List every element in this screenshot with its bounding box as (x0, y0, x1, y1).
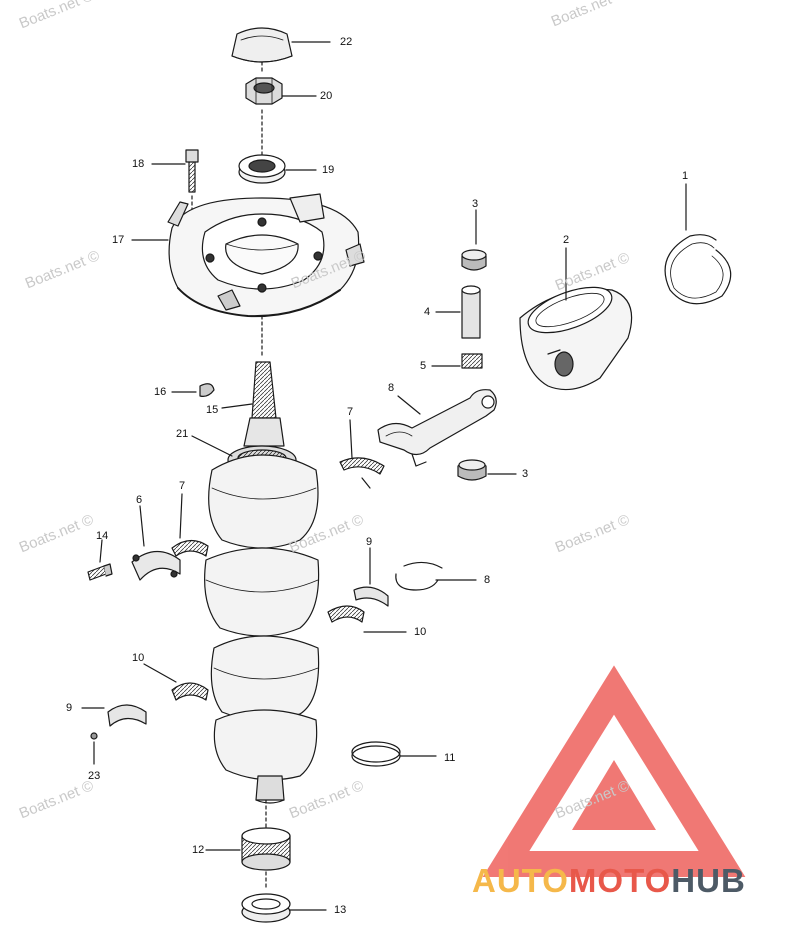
part-9-bearing-right (353, 586, 389, 607)
part-9-bearing-left (107, 704, 147, 727)
callout-9: 9 (366, 536, 373, 548)
callout-8: 8 (388, 382, 395, 394)
callout-10: 10 (414, 626, 427, 638)
callout-10: 10 (132, 652, 145, 664)
callout-22: 22 (340, 36, 353, 48)
part-8-connecting-rod (377, 389, 497, 467)
callout-13: 13 (334, 904, 347, 916)
callout-14: 14 (96, 530, 109, 542)
part-19-seal (238, 154, 286, 184)
callout-8: 8 (484, 574, 491, 586)
callout-19: 19 (322, 164, 335, 176)
callout-2: 2 (563, 234, 570, 246)
callout-9: 9 (66, 702, 73, 714)
callout-4: 4 (424, 306, 431, 318)
part-3-bearing-top (461, 249, 487, 271)
part-10-roller-right (327, 605, 365, 623)
part-3-bearing-lower (457, 459, 487, 481)
callout-7: 7 (347, 406, 354, 418)
logo-auto: AUTO (472, 862, 569, 899)
part-5-needle-bearing (461, 353, 483, 369)
part-8-retaining-ring (395, 561, 443, 591)
part-1-piston-ring (664, 234, 732, 305)
part-12-roller-bearing (241, 827, 291, 871)
part-23-pin (90, 732, 98, 740)
callout-21: 21 (176, 428, 189, 440)
part-18-bolt (185, 149, 199, 193)
automotohub-logo-mark (482, 665, 746, 877)
callout-16: 16 (154, 386, 167, 398)
callout-3: 3 (522, 468, 529, 480)
callout-12: 12 (192, 844, 205, 856)
callout-7: 7 (179, 480, 186, 492)
callout-6: 6 (136, 494, 143, 506)
part-11-seal-ring (351, 741, 401, 767)
part-16-woodruff-key (199, 383, 215, 397)
callout-23: 23 (88, 770, 101, 782)
callout-5: 5 (420, 360, 427, 372)
callout-18: 18 (132, 158, 145, 170)
part-7-roller-left (171, 539, 209, 557)
part-13-seal (241, 893, 291, 923)
part-4-wrist-pin (461, 285, 481, 339)
part-7-roller-upper (339, 457, 385, 489)
part-14-screw (87, 563, 113, 581)
part-6-rod-cap (131, 550, 181, 581)
callout-17: 17 (112, 234, 125, 246)
part-20-nut (245, 77, 283, 105)
callout-3: 3 (472, 198, 479, 210)
part-10-roller-left (171, 682, 209, 701)
part-22-cap (231, 27, 293, 63)
callout-15: 15 (206, 404, 219, 416)
logo-moto: MOTO (568, 862, 672, 899)
logo-hub: HUB (671, 862, 746, 899)
callout-1: 1 (682, 170, 689, 182)
automotohub-logo-text: AUTOMOTOHUB (472, 862, 746, 900)
callout-20: 20 (320, 90, 333, 102)
part-17-housing (167, 193, 365, 318)
part-2-piston (519, 286, 633, 391)
callout-11: 11 (444, 752, 456, 764)
crankshaft (204, 361, 320, 804)
